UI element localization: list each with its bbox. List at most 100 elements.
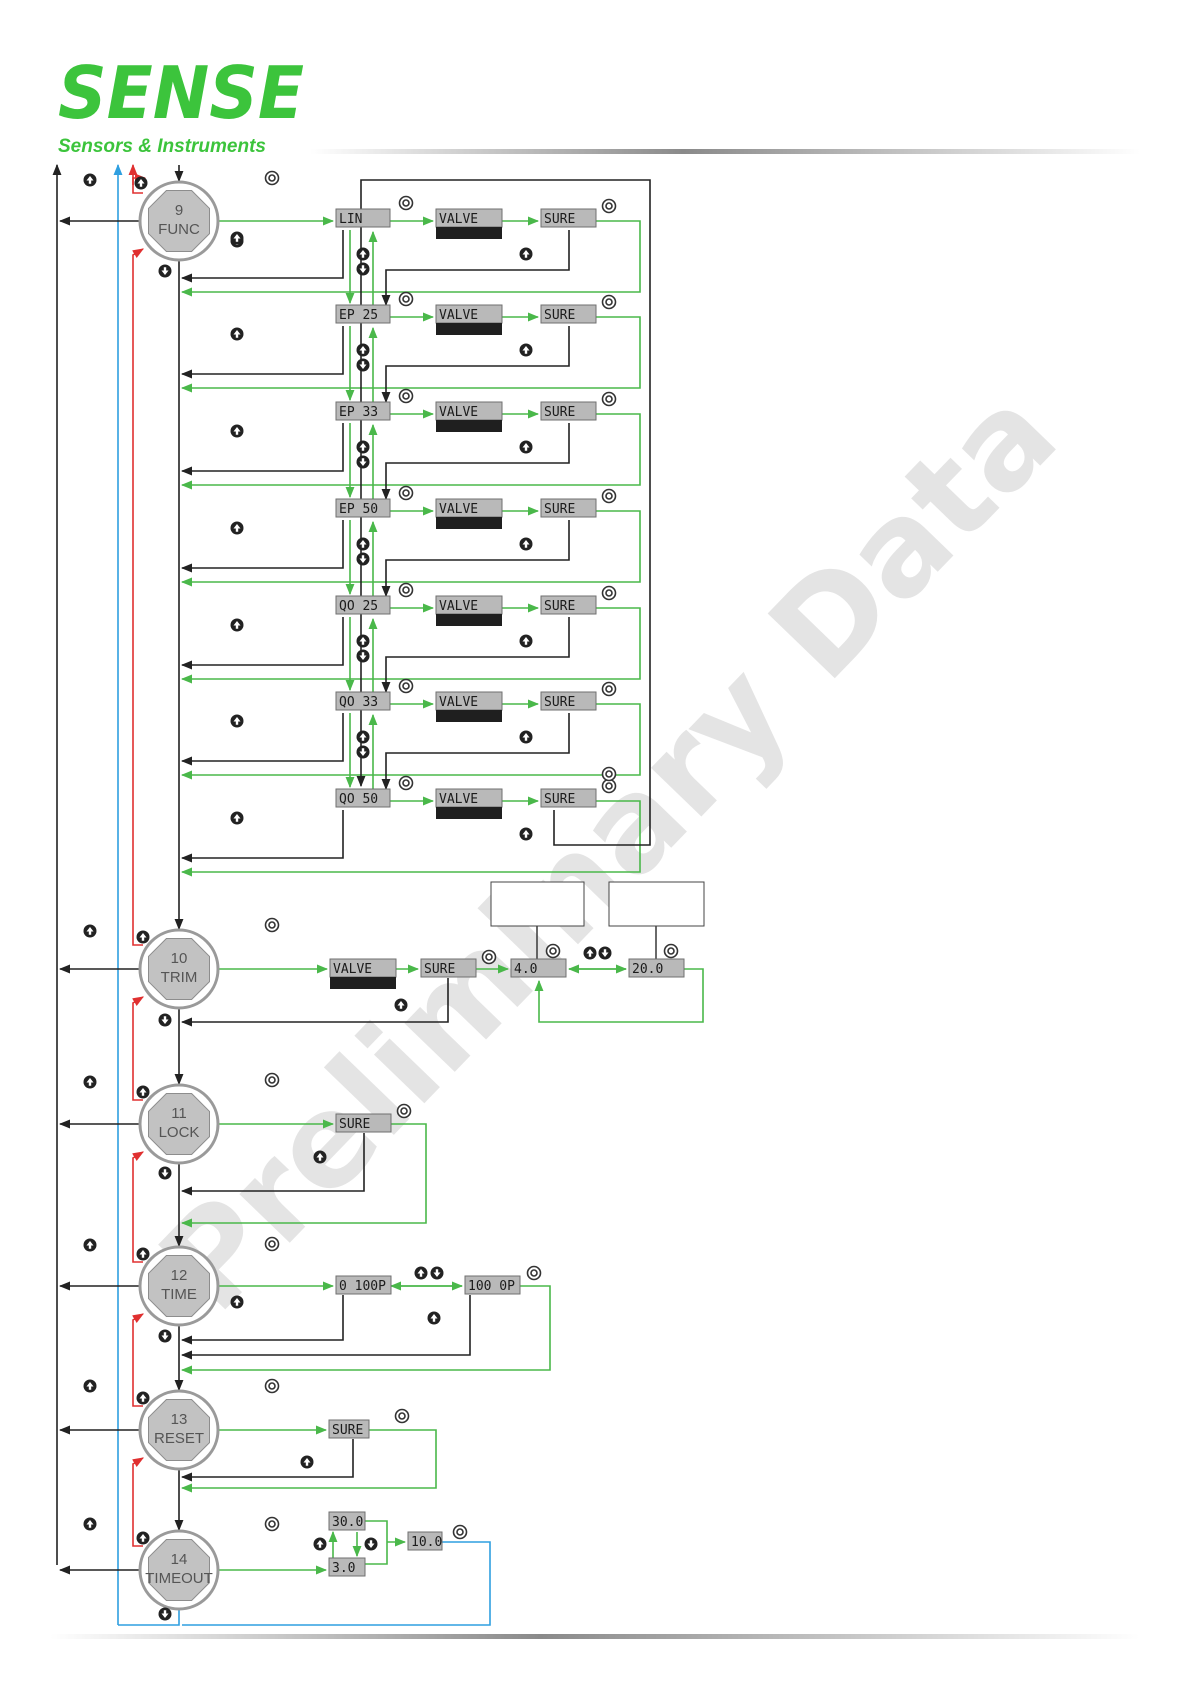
enter-icon-core — [550, 948, 556, 954]
reset-sure-box-text: SURE — [332, 1423, 363, 1438]
enter-icon — [603, 296, 616, 309]
up-arrow-icon — [137, 1248, 150, 1261]
up-arrow-icon — [520, 344, 533, 357]
enter-icon — [400, 777, 413, 790]
time-opt1-box: 0 100P — [336, 1276, 391, 1294]
timeout-blue-loop — [182, 1542, 490, 1625]
enter-icon — [266, 1238, 279, 1251]
enter-icon-core — [668, 948, 674, 954]
sure-box: SURE — [541, 596, 596, 614]
trim-valve-box-text: VALVE — [333, 962, 372, 977]
up-arrow-icon — [357, 248, 370, 261]
down-arrow-icon — [357, 263, 370, 276]
down-arrow-icon — [159, 265, 172, 278]
enter-icon-core — [269, 1077, 275, 1083]
time-opt2-box: 100 0P — [465, 1276, 520, 1294]
valve-box-bar — [436, 710, 502, 722]
menu-number: 11 — [171, 1105, 187, 1122]
timeout-low-box: 3.0 — [329, 1558, 365, 1576]
footer-rule — [50, 1634, 1140, 1639]
enter-icon-core — [606, 203, 612, 209]
timeout-value-box: 10.0 — [408, 1532, 442, 1550]
menu-label: TIME — [161, 1286, 197, 1303]
menu-label: LOCK — [159, 1124, 200, 1141]
sure-box-text: SURE — [544, 308, 575, 323]
valve-box-bar — [436, 517, 502, 529]
sure-box: SURE — [541, 305, 596, 323]
trim-sure-box-text: SURE — [424, 962, 455, 977]
up-arrow-icon — [415, 1267, 428, 1280]
sure-box: SURE — [541, 789, 596, 807]
up-arrow-icon — [231, 522, 244, 535]
option-ep-33-text: EP 33 — [339, 405, 378, 420]
sure-back — [386, 230, 569, 305]
back-from-option — [182, 326, 343, 374]
down-arrow-icon — [599, 947, 612, 960]
sure-box-text: SURE — [544, 599, 575, 614]
valve-box-text: VALVE — [439, 792, 478, 807]
menu-number: 12 — [171, 1267, 188, 1284]
enter-icon — [603, 780, 616, 793]
trim-high-note-box — [609, 882, 704, 926]
up-arrow-icon — [84, 1518, 97, 1531]
up-arrow-icon — [84, 1239, 97, 1252]
up-arrow-icon — [231, 328, 244, 341]
option-qo-50: QO 50 — [336, 789, 390, 807]
enter-icon-core — [403, 780, 409, 786]
trim-sure-box: SURE — [421, 959, 476, 977]
up-arrow-icon — [520, 828, 533, 841]
up-arrow-icon — [357, 538, 370, 551]
option-qo-33-text: QO 33 — [339, 695, 378, 710]
up-arrow-icon — [137, 1392, 150, 1405]
enter-icon — [400, 487, 413, 500]
up-arrow-icon — [520, 731, 533, 744]
valve-box-bar — [436, 323, 502, 335]
down-arrow-icon — [159, 1608, 172, 1621]
up-link — [133, 249, 143, 945]
enter-icon — [547, 945, 560, 958]
enter-icon-core — [403, 296, 409, 302]
flow-nodes: 9FUNC10TRIM11LOCK12TIME13RESET14TIMEOUTL… — [84, 172, 705, 1621]
trim-high-box: 20.0 — [629, 959, 684, 977]
enter-icon — [603, 587, 616, 600]
down-arrow-icon — [159, 1330, 172, 1343]
sure-back — [386, 423, 569, 499]
enter-icon — [266, 1380, 279, 1393]
back-from-option — [182, 810, 343, 858]
up-arrow-icon — [357, 344, 370, 357]
time-opt2-box-text: 100 0P — [468, 1279, 515, 1294]
back-from-option — [182, 713, 343, 761]
valve-box: VALVE — [436, 499, 502, 529]
trim-low-box-text: 4.0 — [514, 962, 537, 977]
valve-box-bar — [436, 227, 502, 239]
enter-icon-core — [403, 683, 409, 689]
reset-sure-box: SURE — [329, 1420, 369, 1438]
up-arrow-icon — [301, 1456, 314, 1469]
enter-icon-core — [606, 783, 612, 789]
confirm-loop — [182, 414, 640, 485]
menu-label: FUNC — [158, 221, 200, 238]
up-arrow-icon — [84, 174, 97, 187]
valve-box: VALVE — [436, 305, 502, 335]
confirm-loop — [182, 317, 640, 388]
enter-icon — [398, 1105, 411, 1118]
menu-label: TRIM — [161, 969, 198, 986]
valve-box-text: VALVE — [439, 599, 478, 614]
valve-box-text: VALVE — [439, 212, 478, 227]
enter-icon-core — [606, 299, 612, 305]
up-arrow-icon — [520, 248, 533, 261]
up-arrow-icon — [520, 635, 533, 648]
menu-number: 10 — [171, 950, 188, 967]
sure-box: SURE — [541, 402, 596, 420]
up-arrow-icon — [84, 925, 97, 938]
valve-box: VALVE — [436, 692, 502, 722]
sure-box-text: SURE — [544, 695, 575, 710]
up-arrow-icon — [137, 931, 150, 944]
up-arrow-icon — [520, 441, 533, 454]
enter-icon — [603, 200, 616, 213]
enter-icon — [400, 390, 413, 403]
trim-low-note-box — [491, 882, 584, 926]
logo-word: SENSE — [58, 51, 304, 135]
enter-icon — [266, 1074, 279, 1087]
